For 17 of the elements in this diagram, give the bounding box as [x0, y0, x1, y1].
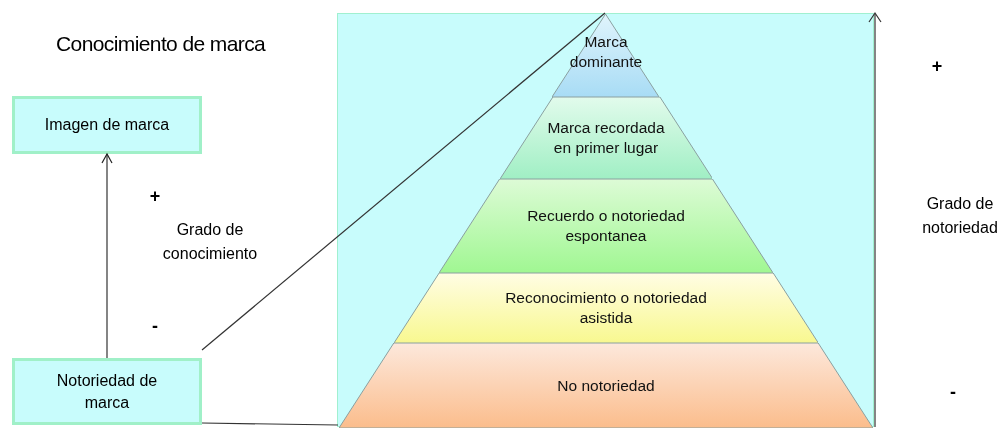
axis-label: Grado de notoriedad — [921, 194, 999, 238]
background-panel — [337, 13, 874, 427]
arrow — [101, 153, 113, 359]
pyramid-level: Marca recordada en primer lugar — [499, 97, 713, 179]
pyramid-level: No notoriedad — [339, 343, 873, 428]
sign-label: - — [151, 315, 159, 338]
connector-line — [201, 422, 339, 426]
concept-box: Imagen de marca — [12, 96, 202, 154]
axis-label: Grado de conocimiento — [161, 220, 259, 264]
pyramid-level: Reconocimiento o notoriedad asistida — [393, 273, 819, 343]
diagram-title: Conocimiento de marca — [56, 32, 266, 56]
pyramid-level: Marca dominante — [552, 14, 660, 97]
concept-box: Notoriedad de marca — [12, 358, 202, 425]
sign-label: - — [949, 381, 957, 404]
sign-label: + — [930, 55, 944, 78]
pyramid-level: Recuerdo o notoriedad espontanea — [438, 179, 773, 273]
sign-label: + — [148, 185, 162, 208]
